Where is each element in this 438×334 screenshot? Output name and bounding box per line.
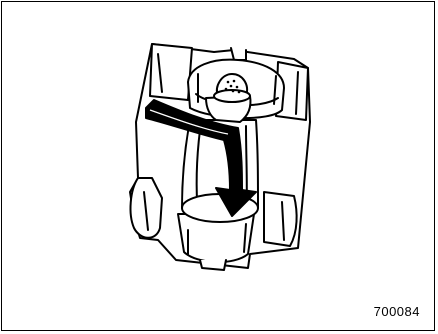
bracket-tab-upper-left bbox=[150, 44, 192, 100]
bracket-foot-right bbox=[264, 192, 297, 246]
figure-frame: 700084 bbox=[1, 1, 435, 331]
figure-code-label: 700084 bbox=[374, 304, 420, 319]
bracket-top-notch bbox=[231, 48, 246, 60]
outlet-stub bbox=[200, 260, 226, 270]
